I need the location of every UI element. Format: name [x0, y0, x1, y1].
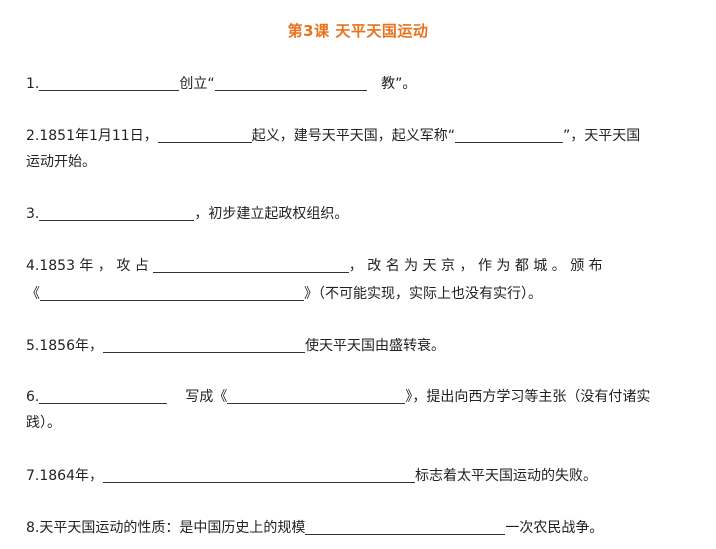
question-6-text-3: 践）。 — [26, 415, 61, 431]
question-6-blank-2[interactable] — [227, 387, 406, 404]
question-8-text-1: 一次农民战争。 — [505, 520, 604, 536]
question-5-blank-1[interactable] — [103, 336, 305, 353]
question-4-blank-1[interactable] — [152, 256, 349, 273]
question-2-blank-1[interactable] — [157, 126, 252, 143]
question-6: 6. 写成《 》，提出向西方学习等主张（没有付诸实 — [26, 385, 650, 409]
question-6-blank-1[interactable] — [39, 387, 168, 404]
question-1-blank-2[interactable] — [214, 74, 367, 91]
question-4: 4.1853 年 ， 攻 占 ， 改 名 为 天 京 ， 作 为 都 城 。 颁 … — [26, 254, 603, 278]
question-2-cont: 运动开始。 — [26, 150, 96, 174]
question-7-blank-1[interactable] — [103, 466, 415, 483]
question-3-blank-1[interactable] — [39, 204, 195, 221]
question-3-text-1: ，初步建立起政权组织。 — [194, 206, 349, 222]
question-3-number: 3. — [26, 206, 40, 222]
question-1-text-1: 创立“ — [179, 76, 215, 92]
question-4-text-2: 《 — [26, 286, 40, 302]
question-7: 7.1864年， 标志着太平天国运动的失败。 — [26, 464, 597, 488]
question-1: 1. 创立“ 教”。 — [26, 72, 416, 96]
question-2-text-1: 起义，建号天平天国，起义军称“ — [251, 128, 455, 144]
question-2-text-2: ”，天平天国 — [562, 128, 641, 144]
question-8-blank-1[interactable] — [305, 518, 506, 535]
question-5-text-1: 使天平天国由盛转衰。 — [305, 338, 445, 354]
question-2-text-3: 运动开始。 — [26, 154, 96, 170]
question-6-cont: 践）。 — [26, 411, 61, 435]
question-4-text-3: 》（不可能实现，实际上也没有实行）。 — [304, 286, 542, 302]
question-4-number: 4.1853 年 ， 攻 占 — [26, 258, 149, 274]
question-1-text-2: 教”。 — [376, 76, 417, 92]
question-4-text-1: ， 改 名 为 天 京 ， 作 为 都 城 。 颁 布 — [348, 258, 603, 274]
question-6-text-2: 》，提出向西方学习等主张（没有付诸实 — [405, 389, 651, 405]
lesson-title: 第3课 天平天国运动 — [287, 22, 429, 40]
question-6-text-1: 写成《 — [185, 389, 228, 405]
question-5-number: 5.1856年， — [26, 338, 103, 354]
question-2: 2.1851年1月11日， 起义，建号天平天国，起义军称“ ”，天平天国 — [26, 124, 640, 148]
question-8-number: 8.天平天国运动的性质：是中国历史上的规模 — [26, 520, 306, 536]
question-1-number: 1. — [26, 76, 40, 92]
question-4-cont: 《 》（不可能实现，实际上也没有实行）。 — [26, 282, 542, 306]
question-2-blank-2[interactable] — [454, 126, 563, 143]
question-8: 8.天平天国运动的性质：是中国历史上的规模 一次农民战争。 — [26, 516, 603, 540]
question-7-text-1: 标志着太平天国运动的失败。 — [415, 468, 597, 484]
question-1-blank-1[interactable] — [39, 74, 180, 91]
question-5: 5.1856年， 使天平天国由盛转衰。 — [26, 334, 445, 358]
question-7-number: 7.1864年， — [26, 468, 103, 484]
question-2-number: 2.1851年1月11日， — [26, 128, 158, 144]
question-3: 3. ，初步建立起政权组织。 — [26, 202, 348, 226]
question-6-number: 6. — [26, 389, 40, 405]
question-4-blank-2[interactable] — [40, 284, 304, 301]
